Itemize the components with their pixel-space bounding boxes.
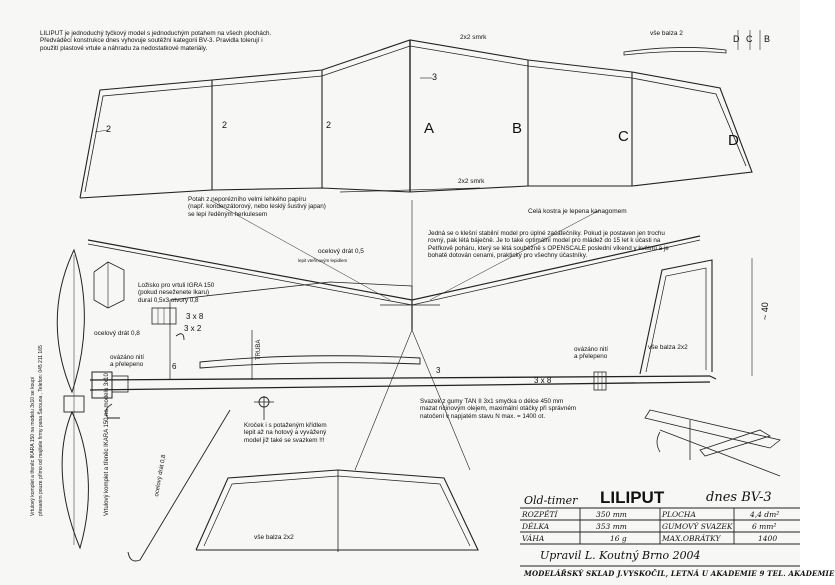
blueprint-drawing xyxy=(56,30,800,567)
wing-spar-top-label: 2x2 smrk xyxy=(460,34,487,41)
pylon-stick-dimension: 3 x 8 xyxy=(186,312,204,321)
propeller-note-2: Vrtulový komplet a třeněc IKARA 150 na m… xyxy=(30,376,36,516)
rib-material-label: vše balza 2 xyxy=(650,30,683,37)
model-today-category: dnes BV-3 xyxy=(706,490,772,505)
pylon-stick-dimension-2: 3 x 2 xyxy=(184,324,202,333)
bearing-note: Ložisko pro vrtuli IGRA 150 (pokud nesež… xyxy=(138,282,215,304)
wing-section-b: B xyxy=(512,120,523,137)
wing-rib-dimension-2a: 2 xyxy=(222,120,228,130)
adapted-by: Upravil L. Koutný Brno 2004 xyxy=(540,549,701,562)
stabilizer-plan-view xyxy=(195,469,479,552)
description-note: Jedná se o klešní stabilní model pro úpl… xyxy=(428,230,669,259)
rubber-value: 6 mm² xyxy=(752,522,777,531)
revs-label: MAX.OBRÁTKY xyxy=(662,534,721,543)
rubber-label: GUMOVÝ SVAZEK xyxy=(662,522,733,531)
propeller-note-3: přesanim pouze přímo od majitele firmy p… xyxy=(38,345,44,516)
title-block xyxy=(520,507,800,567)
stabilizer-material-label: vše balza 2x2 xyxy=(254,534,294,541)
tied-glued-nose-label: ovázáno nití a přelepeno xyxy=(110,354,144,369)
covering-note: Potah z neporézního velmi lehkého papíru… xyxy=(188,196,326,218)
wing-tip-dimension: 2 xyxy=(106,124,112,134)
steel-wire-label: ocelový drát 0,8 xyxy=(94,330,140,337)
fin-material-label: vše balza 2x2 xyxy=(648,344,688,351)
wire-note: ocelový drát 0,5 xyxy=(318,248,364,255)
model-category: Old-timer xyxy=(524,494,578,507)
wing-spar-bottom-label: 2x2 smrk xyxy=(458,178,485,185)
fuselage-dimension-3: 3 xyxy=(436,366,441,375)
weight-value: 16 g xyxy=(610,534,627,543)
model-perspective-sketch xyxy=(644,409,781,477)
length-value: 353 mm xyxy=(596,522,627,531)
propeller xyxy=(56,248,89,550)
pylon-vertical-label: TRUBA xyxy=(256,339,262,360)
wing-rib-dimension-2b: 2 xyxy=(326,120,332,130)
model-name: LILIPUT xyxy=(600,488,665,507)
wing-plan-view xyxy=(79,39,753,199)
motor-note: Svazek z gumy TAN II 3x1 smyčka o délce … xyxy=(420,398,577,420)
nose-dimension-6: 6 xyxy=(172,362,177,371)
tied-glued-tail-label: ovázáno nití a přelepeno xyxy=(574,346,608,361)
wing-section-c: C xyxy=(618,128,629,145)
frame-note: Celá kostra je lepena kanagomem xyxy=(528,208,627,215)
propeller-note-1: Vrtulový komplet a třeněc IKARA 150 na m… xyxy=(104,373,110,516)
blueprint-sheet: LILIPUT je jednoduchý tyčkový model s je… xyxy=(30,30,835,578)
rib-section-c: C xyxy=(746,34,753,44)
footer-supplier: MODELÁŘSKÝ SKLAD J.VYSKOČIL, LETNÁ U AKA… xyxy=(524,569,835,578)
area-value: 4,4 dm² xyxy=(750,510,780,519)
fin-height-dimension: ~ 40 xyxy=(760,302,770,320)
rib-section-d: D xyxy=(733,34,740,44)
wing-section-a: A xyxy=(424,120,435,137)
wing-section-d: D xyxy=(728,132,739,149)
revs-value: 1400 xyxy=(758,534,778,543)
weight-label: VÁHA xyxy=(522,534,545,543)
span-value: 350 mm xyxy=(596,510,627,519)
header-note: LILIPUT je jednoduchý tyčkový model s je… xyxy=(40,30,272,52)
fuselage-side-view xyxy=(89,281,717,399)
wire-note-small: lepit vteřinovým lepidlem xyxy=(298,258,348,263)
wing-rib-dimension: 3 xyxy=(432,72,438,82)
length-label: DÉLKA xyxy=(522,522,550,531)
area-label: PLOCHA xyxy=(662,510,696,519)
span-label: ROZPĚTÍ xyxy=(522,510,558,519)
rib-section-b: B xyxy=(764,34,771,44)
motor-stick-dimension: 3 x 8 xyxy=(534,376,552,385)
wing-mount-note: Kroček i s potaženým křídlem lepit až na… xyxy=(244,422,327,444)
